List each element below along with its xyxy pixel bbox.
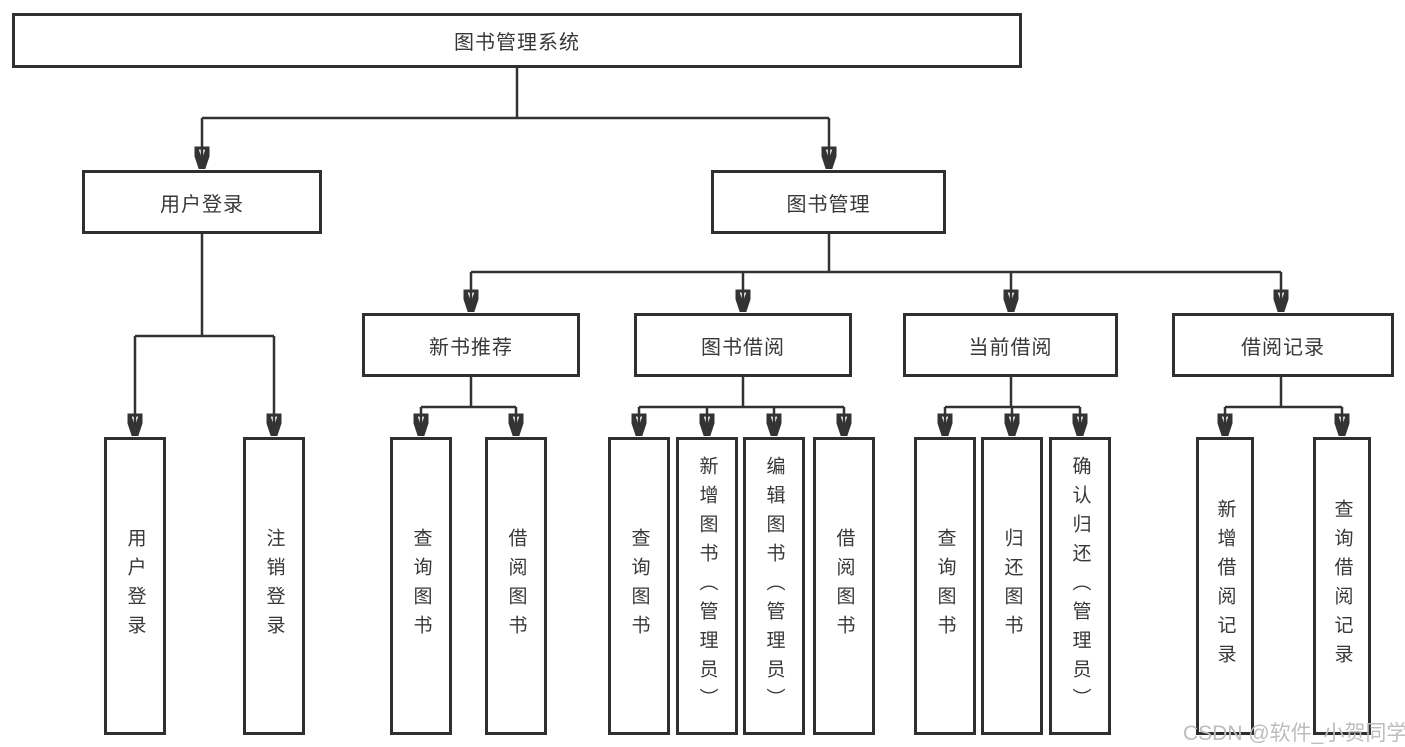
node-label: 当前借阅 bbox=[968, 336, 1053, 359]
node-user-login: 用户登录 bbox=[82, 170, 322, 234]
node-library-system: 图书管理系统 bbox=[12, 13, 1022, 68]
node-label: 图书管理系统 bbox=[454, 32, 580, 54]
node-book-borrowing: 图书借阅 bbox=[634, 313, 852, 377]
leaf-label: 查询借阅记录 bbox=[1331, 499, 1353, 673]
leaf-query-borrow-record: 查询借阅记录 bbox=[1313, 437, 1371, 735]
leaf-label: 归还图书 bbox=[1001, 528, 1023, 644]
node-current-borrowing: 当前借阅 bbox=[903, 313, 1118, 377]
leaf-label: 新增借阅记录 bbox=[1214, 499, 1236, 673]
node-label: 借阅记录 bbox=[1241, 336, 1325, 359]
leaf-label: 借阅图书 bbox=[833, 528, 855, 644]
node-book-management: 图书管理 bbox=[711, 170, 946, 234]
node-label: 图书管理 bbox=[786, 193, 871, 216]
leaf-label: 新增图书（管理员） bbox=[696, 455, 718, 717]
node-borrowing-records: 借阅记录 bbox=[1172, 313, 1394, 377]
leaf-label: 注销登录 bbox=[263, 528, 285, 644]
leaf-confirm-return-admin: 确认归还（管理员） bbox=[1049, 437, 1111, 735]
leaf-query-book-recommend: 查询图书 bbox=[390, 437, 452, 735]
node-new-book-recommendation: 新书推荐 bbox=[362, 313, 580, 377]
leaf-edit-book-admin: 编辑图书（管理员） bbox=[743, 437, 805, 735]
leaf-label: 借阅图书 bbox=[505, 528, 527, 644]
leaf-add-book-admin: 新增图书（管理员） bbox=[676, 437, 738, 735]
leaf-add-borrow-record: 新增借阅记录 bbox=[1196, 437, 1254, 735]
leaf-label: 查询图书 bbox=[934, 528, 956, 644]
node-label: 新书推荐 bbox=[429, 336, 513, 359]
node-label: 用户登录 bbox=[160, 193, 244, 216]
leaf-query-book-borrowing: 查询图书 bbox=[608, 437, 670, 735]
leaf-query-book-current: 查询图书 bbox=[914, 437, 976, 735]
leaf-label: 查询图书 bbox=[410, 528, 432, 644]
node-label: 图书借阅 bbox=[701, 336, 785, 359]
leaf-label: 编辑图书（管理员） bbox=[763, 455, 785, 717]
leaf-return-book: 归还图书 bbox=[981, 437, 1043, 735]
leaf-label: 确认归还（管理员） bbox=[1069, 455, 1091, 717]
leaf-logout: 注销登录 bbox=[243, 437, 305, 735]
leaf-borrow-book-recommend: 借阅图书 bbox=[485, 437, 547, 735]
leaf-label: 查询图书 bbox=[628, 528, 650, 644]
leaf-user-login: 用户登录 bbox=[104, 437, 166, 735]
leaf-borrow-book: 借阅图书 bbox=[813, 437, 875, 735]
leaf-label: 用户登录 bbox=[124, 528, 146, 644]
watermark: CSDN @软件_小贺同学 bbox=[1183, 722, 1405, 745]
